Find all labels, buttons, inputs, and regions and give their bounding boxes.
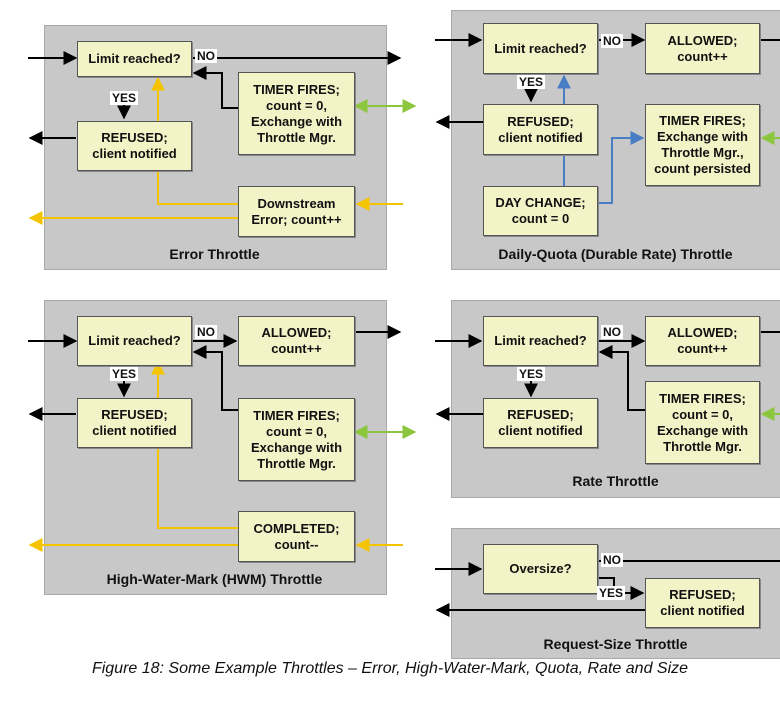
rate-yes-label: YES (517, 367, 546, 381)
quota-allowed-box: ALLOWED; count++ (645, 23, 760, 74)
error-throttle-title: Error Throttle (169, 246, 260, 262)
size-no-label: NO (601, 553, 623, 567)
error-yes-label: YES (110, 91, 139, 105)
error-no-label: NO (195, 49, 217, 63)
daily-quota-throttle-title: Daily-Quota (Durable Rate) Throttle (498, 246, 733, 262)
size-yes-label: YES (597, 586, 626, 600)
hwm-refused-box: REFUSED; client notified (77, 398, 192, 448)
rate-refused-box: REFUSED; client notified (483, 398, 598, 448)
daily-quota-throttle-wires (435, 33, 780, 204)
size-refused-box: REFUSED; client notified (645, 578, 760, 628)
rate-limit-reached-box: Limit reached? (483, 316, 598, 366)
hwm-timer-fires-box: TIMER FIRES; count = 0, Exchange with Th… (238, 398, 355, 481)
hwm-completed-box: COMPLETED; count-- (238, 511, 355, 562)
request-size-throttle-wires (435, 560, 780, 617)
hwm-limit-reached-box: Limit reached? (77, 316, 192, 366)
hwm-yes-label: YES (110, 367, 139, 381)
error-limit-reached-box: Limit reached? (77, 41, 192, 77)
size-oversize-box: Oversize? (483, 544, 598, 594)
request-size-throttle-title: Request-Size Throttle (543, 636, 688, 652)
error-timer-fires-box: TIMER FIRES; count = 0, Exchange with Th… (238, 72, 355, 155)
quota-yes-label: YES (517, 75, 546, 89)
rate-timer-fires-box: TIMER FIRES; count = 0, Exchange with Th… (645, 381, 760, 464)
quota-refused-box: REFUSED; client notified (483, 104, 598, 155)
error-refused-box: REFUSED; client notified (77, 121, 192, 171)
figure-caption: Figure 18: Some Example Throttles – Erro… (91, 660, 689, 677)
hwm-throttle-title: High-Water-Mark (HWM) Throttle (106, 571, 323, 587)
rate-throttle-wires (435, 331, 780, 421)
quota-limit-reached-box: Limit reached? (483, 23, 598, 74)
quota-no-label: NO (601, 34, 623, 48)
hwm-allowed-box: ALLOWED; count++ (238, 316, 355, 366)
quota-timer-fires-box: TIMER FIRES; Exchange with Throttle Mgr.… (645, 104, 760, 186)
rate-throttle-title: Rate Throttle (572, 473, 659, 489)
quota-day-change-box: DAY CHANGE; count = 0 (483, 186, 598, 236)
rate-no-label: NO (601, 325, 623, 339)
rate-allowed-box: ALLOWED; count++ (645, 316, 760, 366)
hwm-no-label: NO (195, 325, 217, 339)
error-downstream-box: Downstream Error; count++ (238, 186, 355, 237)
